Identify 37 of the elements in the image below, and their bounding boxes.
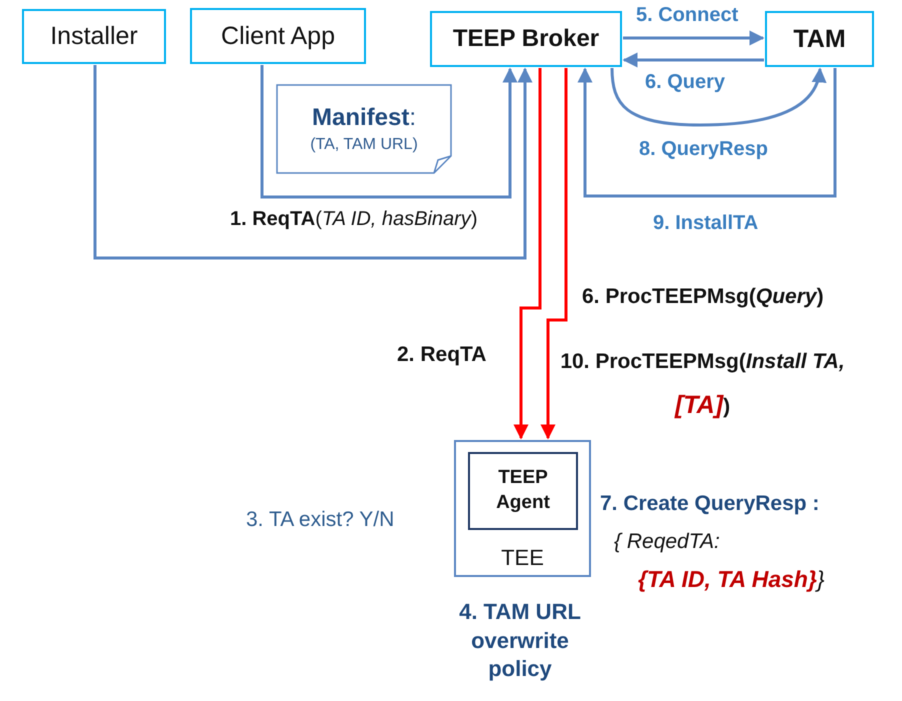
annotation-text: 10. ProcTEEPMsg(Install TA, (560, 350, 845, 373)
agent-box (468, 452, 578, 530)
node-label: TEEP Broker (452, 25, 600, 53)
edge-label: 1. ReqTA(TA ID, hasBinary) (228, 208, 480, 231)
edge-label: 6. ProcTEEPMsg(Query) (580, 285, 826, 309)
component-box (22, 9, 166, 64)
edge-label: 2. ReqTA (396, 343, 488, 367)
component-box (190, 8, 366, 64)
annotation-text: [TA] (674, 390, 724, 419)
note-shape (276, 84, 452, 174)
annotation-text: 4. TAM URL overwrite policy (458, 598, 582, 684)
arrow (623, 30, 764, 46)
node-label: TEE (501, 545, 544, 571)
component-box (765, 11, 874, 67)
annotation-text: ) (723, 394, 730, 418)
note-text: (TA, TAM URL) (310, 136, 418, 154)
annotation-text: 7. Create QueryResp : (600, 492, 820, 516)
annotation-text: { ReqedTA: (614, 530, 720, 553)
node-label: TEEP Agent (495, 466, 551, 515)
arrow (260, 65, 518, 198)
arrow (94, 65, 532, 260)
node-label: Installer (50, 22, 138, 51)
environment-box (454, 440, 591, 577)
component-box (430, 11, 622, 67)
edge-label: 8. QueryResp (637, 138, 770, 161)
node-label: Client App (221, 22, 335, 50)
arrow (610, 68, 826, 126)
arrow (540, 68, 568, 440)
arrow (622, 52, 764, 68)
node-label: TAM (793, 24, 846, 54)
note-heading: Manifest: (312, 104, 416, 132)
edge-label: 6. Query (643, 71, 728, 94)
arrow (578, 68, 836, 198)
annotation-text: {TA ID, TA Hash} (638, 566, 817, 592)
arrow (514, 68, 542, 440)
annotation-text: 3. TA exist? Y/N (246, 508, 394, 532)
annotation-text: } (816, 566, 825, 592)
